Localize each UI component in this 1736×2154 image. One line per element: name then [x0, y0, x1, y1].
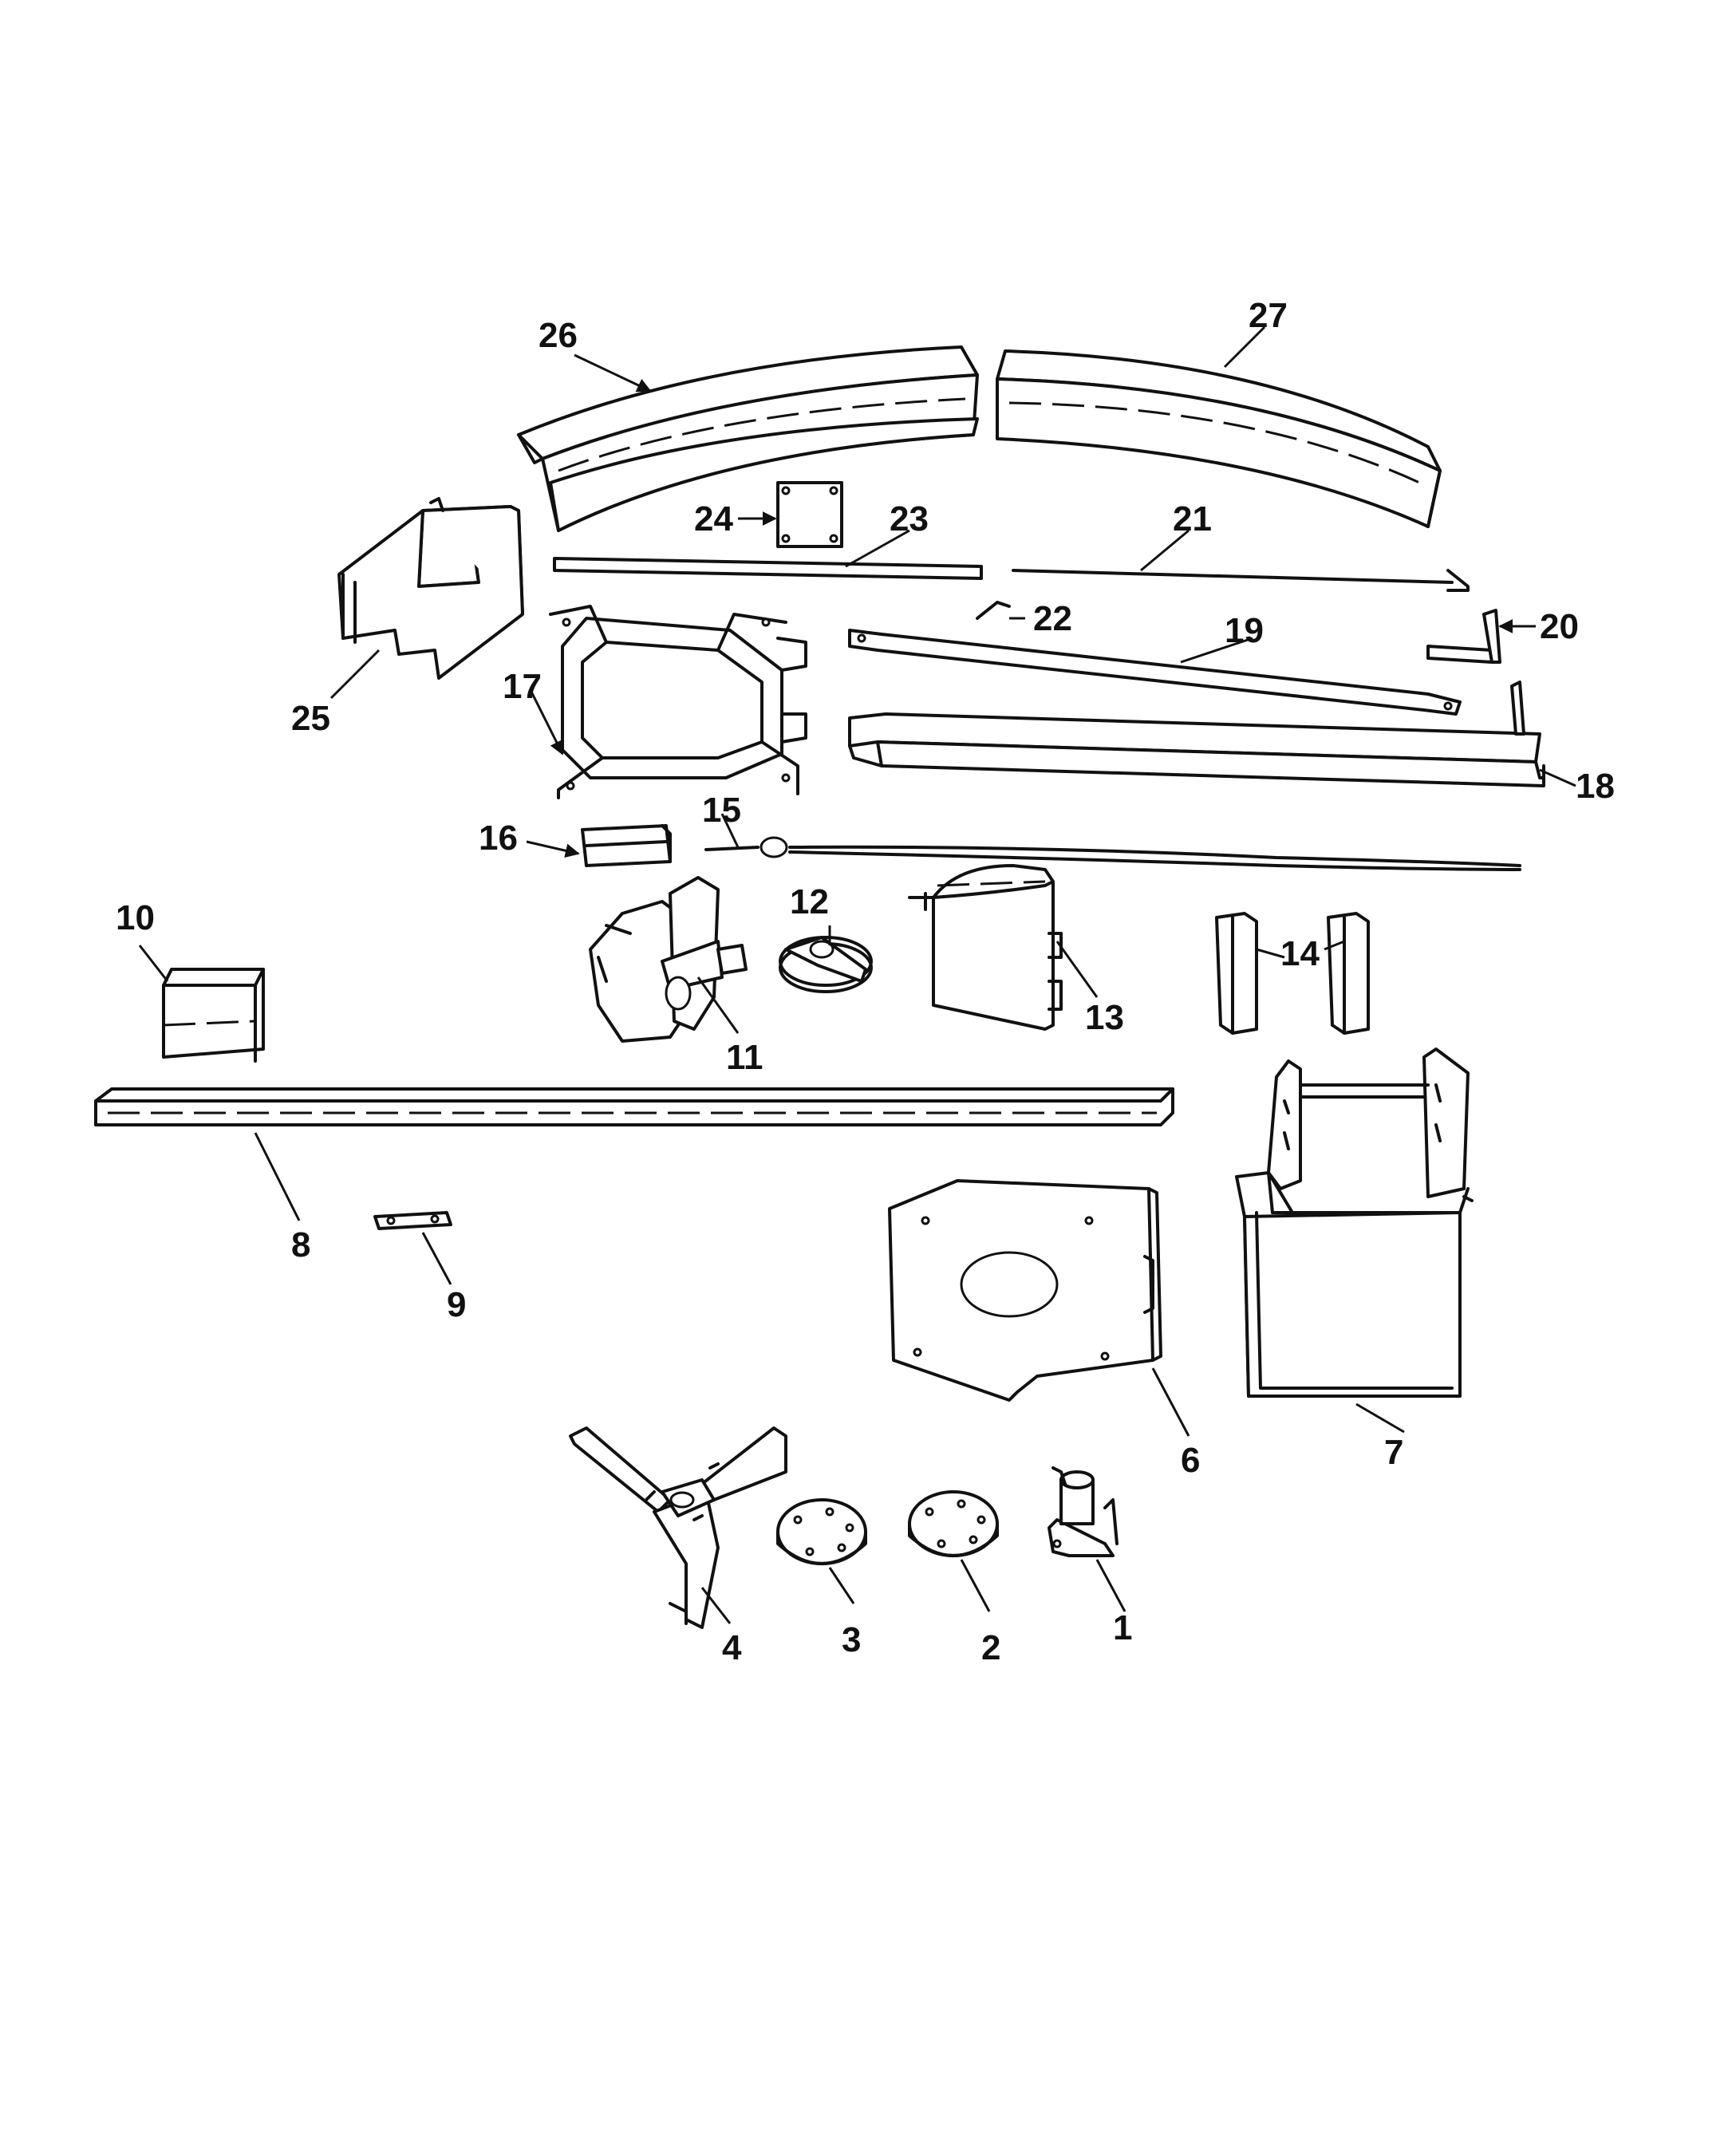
callout-21: 21 [1173, 499, 1212, 538]
callout-20: 20 [1540, 607, 1579, 646]
leader-3 [828, 1567, 855, 1604]
part-11-gearbox [589, 876, 748, 1043]
leader-13 [1055, 941, 1099, 998]
callout-26: 26 [539, 316, 578, 355]
leader-6 [1151, 1367, 1190, 1437]
callout-16: 16 [479, 819, 518, 858]
callout-17: 17 [503, 667, 542, 706]
part-3-disc [776, 1498, 867, 1565]
callout-24: 24 [694, 499, 733, 538]
leader-26 [574, 353, 652, 393]
part-17-frame [549, 605, 807, 799]
callout-19: 19 [1225, 611, 1264, 650]
callout-1: 1 [1113, 1608, 1132, 1647]
leader-8 [254, 1132, 301, 1221]
callout-27: 27 [1249, 296, 1288, 335]
part-12-disc [779, 936, 873, 993]
part-15-shaft [704, 836, 1521, 871]
callout-labels: 1 2 3 4 6 7 8 9 10 11 12 13 14 15 16 17 … [116, 296, 1615, 1667]
leader-15 [720, 813, 740, 848]
callout-2: 2 [981, 1628, 1000, 1667]
leader-4 [700, 1587, 732, 1624]
callout-18: 18 [1576, 767, 1615, 806]
leader-19 [1180, 637, 1253, 664]
leader-7 [1355, 1402, 1405, 1434]
callout-9: 9 [447, 1285, 466, 1324]
part-20-angle-bracket [1426, 609, 1501, 664]
callout-3: 3 [842, 1620, 861, 1659]
part-13-guard [908, 864, 1063, 1031]
leader-27 [1223, 325, 1266, 369]
callout-25: 25 [291, 699, 330, 738]
callout-8: 8 [291, 1225, 310, 1264]
callout-4: 4 [722, 1628, 742, 1667]
callout-11: 11 [726, 1038, 763, 1077]
leader-11 [696, 976, 740, 1034]
part-26-curved-channel-left [517, 345, 979, 532]
callout-7: 7 [1384, 1433, 1403, 1472]
part-22-l-bracket [976, 601, 1011, 620]
leader-14 [1256, 940, 1345, 959]
leader-2 [960, 1559, 991, 1612]
callout-22: 22 [1033, 599, 1072, 638]
leader-18 [1539, 768, 1576, 787]
callout-12: 12 [790, 882, 829, 921]
callout-13: 13 [1085, 998, 1124, 1037]
part-23-long-bar [553, 557, 983, 580]
part-8-long-bar [94, 1087, 1174, 1126]
callout-6: 6 [1181, 1441, 1200, 1480]
leaders [138, 325, 1576, 1624]
part-2-disc [908, 1490, 999, 1557]
part-27-curved-channel-right [996, 349, 1442, 528]
part-1-bracket [1048, 1466, 1119, 1557]
part-21-rod [1012, 569, 1470, 592]
part-6-mounting-plate [888, 1179, 1162, 1402]
leader-23 [845, 529, 910, 568]
part-25-channel-box [337, 497, 524, 680]
callout-10: 10 [116, 898, 155, 937]
leader-9 [421, 1232, 452, 1285]
leader-10 [138, 945, 169, 982]
part-10-block [162, 968, 265, 1063]
part-7-frame [1235, 1047, 1474, 1398]
part-9-plate [373, 1211, 452, 1230]
part-14-channels [1215, 912, 1370, 1035]
callout-15: 15 [702, 791, 741, 830]
callout-23: 23 [890, 499, 929, 538]
part-18-box-beam [848, 681, 1545, 787]
part-24-square-plate [776, 481, 843, 548]
leader-21 [1140, 529, 1190, 572]
callout-14: 14 [1280, 934, 1320, 973]
leader-25 [329, 649, 381, 700]
part-19-tie-bar [848, 629, 1462, 716]
part-16-channel-bracket [581, 824, 672, 867]
part-4-hub-arms [569, 1426, 787, 1629]
leader-16 [526, 840, 580, 858]
leader-17 [529, 689, 564, 755]
leader-1 [1095, 1559, 1126, 1612]
